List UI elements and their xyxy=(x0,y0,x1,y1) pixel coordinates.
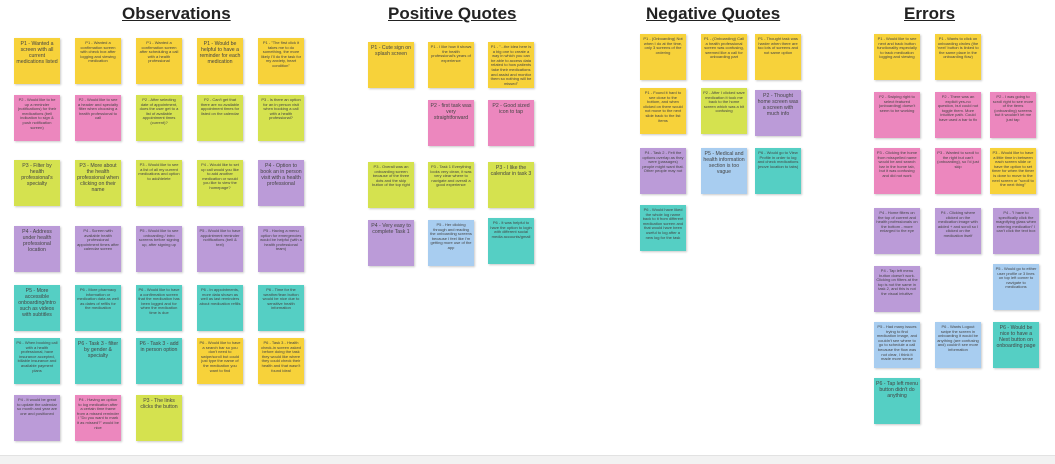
sticky-note-positive[interactable]: P2 - Good sized icon to tap xyxy=(488,100,534,146)
sticky-note-observations[interactable]: P4 - Address under health professional l… xyxy=(14,226,60,272)
sticky-note-negative[interactable]: P1 - Thought task was harder when there … xyxy=(755,34,801,80)
sticky-note-errors[interactable]: P1 - Would like to see next and back but… xyxy=(874,34,920,80)
section-title-observations: Observations xyxy=(122,4,231,23)
sticky-note-observations[interactable]: P5 - More accessible onboarding/intro su… xyxy=(14,285,60,331)
sticky-note-observations[interactable]: P2 - Can't get that there are no availab… xyxy=(197,95,243,141)
section-title-errors: Errors xyxy=(904,4,956,23)
sticky-note-observations[interactable]: P4 - Would like to set up call would you… xyxy=(197,160,243,206)
sticky-note-observations[interactable]: P5 - Would like to see onboarding / intr… xyxy=(136,226,182,272)
sticky-note-positive[interactable]: P2 - first task was very straightforward xyxy=(428,100,474,146)
sticky-note-positive[interactable]: P6 - It was helpful to have the option t… xyxy=(488,218,534,264)
sticky-note-observations[interactable]: P4 - It would be great to update the cal… xyxy=(14,395,60,441)
sticky-note-observations[interactable]: P1 - Wanted a confirmation screen after … xyxy=(136,38,182,84)
sticky-note-observations[interactable]: P6 - Would like to have a confirmation s… xyxy=(136,285,182,331)
sticky-note-errors[interactable]: P2 - Swiping right to select featured (o… xyxy=(874,92,920,138)
sticky-note-positive[interactable]: P3 - Task 1 Everything looks very clean,… xyxy=(428,162,474,208)
sticky-note-observations[interactable]: P6 - Task 3 - Health check-in screen ask… xyxy=(258,338,304,384)
sticky-note-observations[interactable]: P6 - Task 3 - filter by gender & special… xyxy=(75,338,121,384)
sticky-note-errors[interactable]: P1 - Wants to click on onboarding circle… xyxy=(935,34,981,80)
sticky-note-observations[interactable]: P6 - When booking call with a health pro… xyxy=(14,338,60,384)
sticky-note-errors[interactable]: P2 - I was going to scroll right to see … xyxy=(990,92,1036,138)
canvas-bottom-bar xyxy=(0,455,1055,464)
sticky-note-observations[interactable]: P4 - Option to book an in person visit w… xyxy=(258,160,304,206)
sticky-note-positive[interactable]: P1 - I like how it shows the health prof… xyxy=(428,42,474,88)
sticky-note-negative[interactable]: P1 - Found it hard to see close to the b… xyxy=(640,88,686,134)
sticky-note-errors[interactable]: P3 - Clicking the home from misspelled n… xyxy=(874,148,920,194)
sticky-note-negative[interactable]: P6 - Would go to View Profile in order t… xyxy=(755,148,801,194)
sticky-note-errors[interactable]: P5 - Would go to either user profile or … xyxy=(993,264,1039,310)
sticky-note-errors[interactable]: P3 - Would like to have a little time in… xyxy=(990,148,1036,194)
sticky-note-positive[interactable]: P3 - Overall was an onboarding screen be… xyxy=(368,162,414,208)
sticky-note-errors[interactable]: P6 - Wants Logout swipe the screen in on… xyxy=(935,322,981,368)
sticky-note-observations[interactable]: P2 - Would like to be up a reminder (not… xyxy=(14,95,60,141)
sticky-note-negative[interactable]: P2 - Thought home screen was a screen wi… xyxy=(755,90,801,136)
sticky-note-negative[interactable]: P2 - After I clicked save medication it … xyxy=(701,88,747,134)
sticky-note-observations[interactable]: P1 - "The first click it takes me to do … xyxy=(258,38,304,84)
sticky-note-observations[interactable]: P3 - The links clicks the button xyxy=(136,395,182,441)
sticky-note-errors[interactable]: P3 - Wanted to scroll to the right but c… xyxy=(935,148,981,194)
sticky-note-observations[interactable]: P1 - Wanted a screen with all current me… xyxy=(14,38,60,84)
sticky-note-observations[interactable]: P3 - Is there an option for an in person… xyxy=(258,95,304,141)
sticky-note-errors[interactable]: P6 - Would be nice to have a Next button… xyxy=(993,322,1039,368)
sticky-note-observations[interactable]: P4 - Having an option to log medication … xyxy=(75,395,121,441)
sticky-note-observations[interactable]: P4 - Screen with available health profes… xyxy=(75,226,121,272)
sticky-note-observations[interactable]: P6 - Time for the weather/lean button wo… xyxy=(258,285,304,331)
sticky-note-positive[interactable]: P5 - Her clicking through and reading th… xyxy=(428,220,474,266)
sticky-note-positive[interactable]: P1 - "...the idea here is a big one to c… xyxy=(488,42,534,88)
sticky-note-observations[interactable]: P3 - Filter by health professional's spe… xyxy=(14,160,60,206)
sticky-note-errors[interactable]: P4 - Home filters on the top of current … xyxy=(874,208,920,254)
sticky-note-negative[interactable]: P6 - Would have liked the whole log name… xyxy=(640,205,686,251)
sticky-note-negative[interactable]: P4 - Task 2 - Felt the options overlap a… xyxy=(640,148,686,194)
sticky-note-observations[interactable]: P1 - Would be helpful to have a reminder… xyxy=(197,38,243,84)
sticky-note-observations[interactable]: P2 - Would like to see a header and spec… xyxy=(75,95,121,141)
sticky-note-observations[interactable]: P6 - Task 3 - add in person option xyxy=(136,338,182,384)
sticky-note-errors[interactable]: P6 - Tap left menu button didn't do anyt… xyxy=(874,378,920,424)
sticky-note-errors[interactable]: P2 - There was an explicit yes-no questi… xyxy=(935,92,981,138)
section-title-positive-quotes: Positive Quotes xyxy=(388,4,517,23)
sticky-note-observations[interactable]: P6 - In appointments, more data shown as… xyxy=(197,285,243,331)
sticky-note-positive[interactable]: P1 - Cute sign on splash screen xyxy=(368,42,414,88)
section-title-negative-quotes: Negative Quotes xyxy=(646,4,781,23)
sticky-note-observations[interactable]: P5 - Having a menu option for emergencie… xyxy=(258,226,304,272)
sticky-note-errors[interactable]: P5 - Had many issues trying to find medi… xyxy=(874,322,920,368)
sticky-note-negative[interactable]: P5 - Medical and health information sect… xyxy=(701,148,747,194)
sticky-note-errors[interactable]: P4 - Tap left menu button doesn't work. … xyxy=(874,266,920,312)
sticky-note-negative[interactable]: P1 - (Onboarding) Not when I do at the t… xyxy=(640,34,686,80)
sticky-note-positive[interactable]: P3 - I like the calendar in task 3 xyxy=(488,162,534,208)
sticky-note-errors[interactable]: P4 - "I have to specifically click the m… xyxy=(993,208,1039,254)
sticky-note-negative[interactable]: P1 - (Onboarding) Call a health professi… xyxy=(701,34,747,80)
sticky-note-observations[interactable]: P3 - Would like to see a list of all my … xyxy=(136,160,182,206)
sticky-note-observations[interactable]: P5 - Would like to have appointment remi… xyxy=(197,226,243,272)
sticky-note-observations[interactable]: P1 - Wanted a confirmation screen with c… xyxy=(75,38,121,84)
sticky-note-observations[interactable]: P3 - More about the health professional … xyxy=(75,160,121,206)
sticky-note-observations[interactable]: P6 - More pharmacy information or medica… xyxy=(75,285,121,331)
sticky-note-observations[interactable]: P2 - After selecting date of appointment… xyxy=(136,95,182,141)
sticky-note-errors[interactable]: P4 - Clicking where clicked on the medic… xyxy=(935,208,981,254)
sticky-note-positive[interactable]: P4 - Very easy to complete Task 1 xyxy=(368,220,414,266)
sticky-note-observations[interactable]: P6 - Would like to have a search bar so … xyxy=(197,338,243,384)
